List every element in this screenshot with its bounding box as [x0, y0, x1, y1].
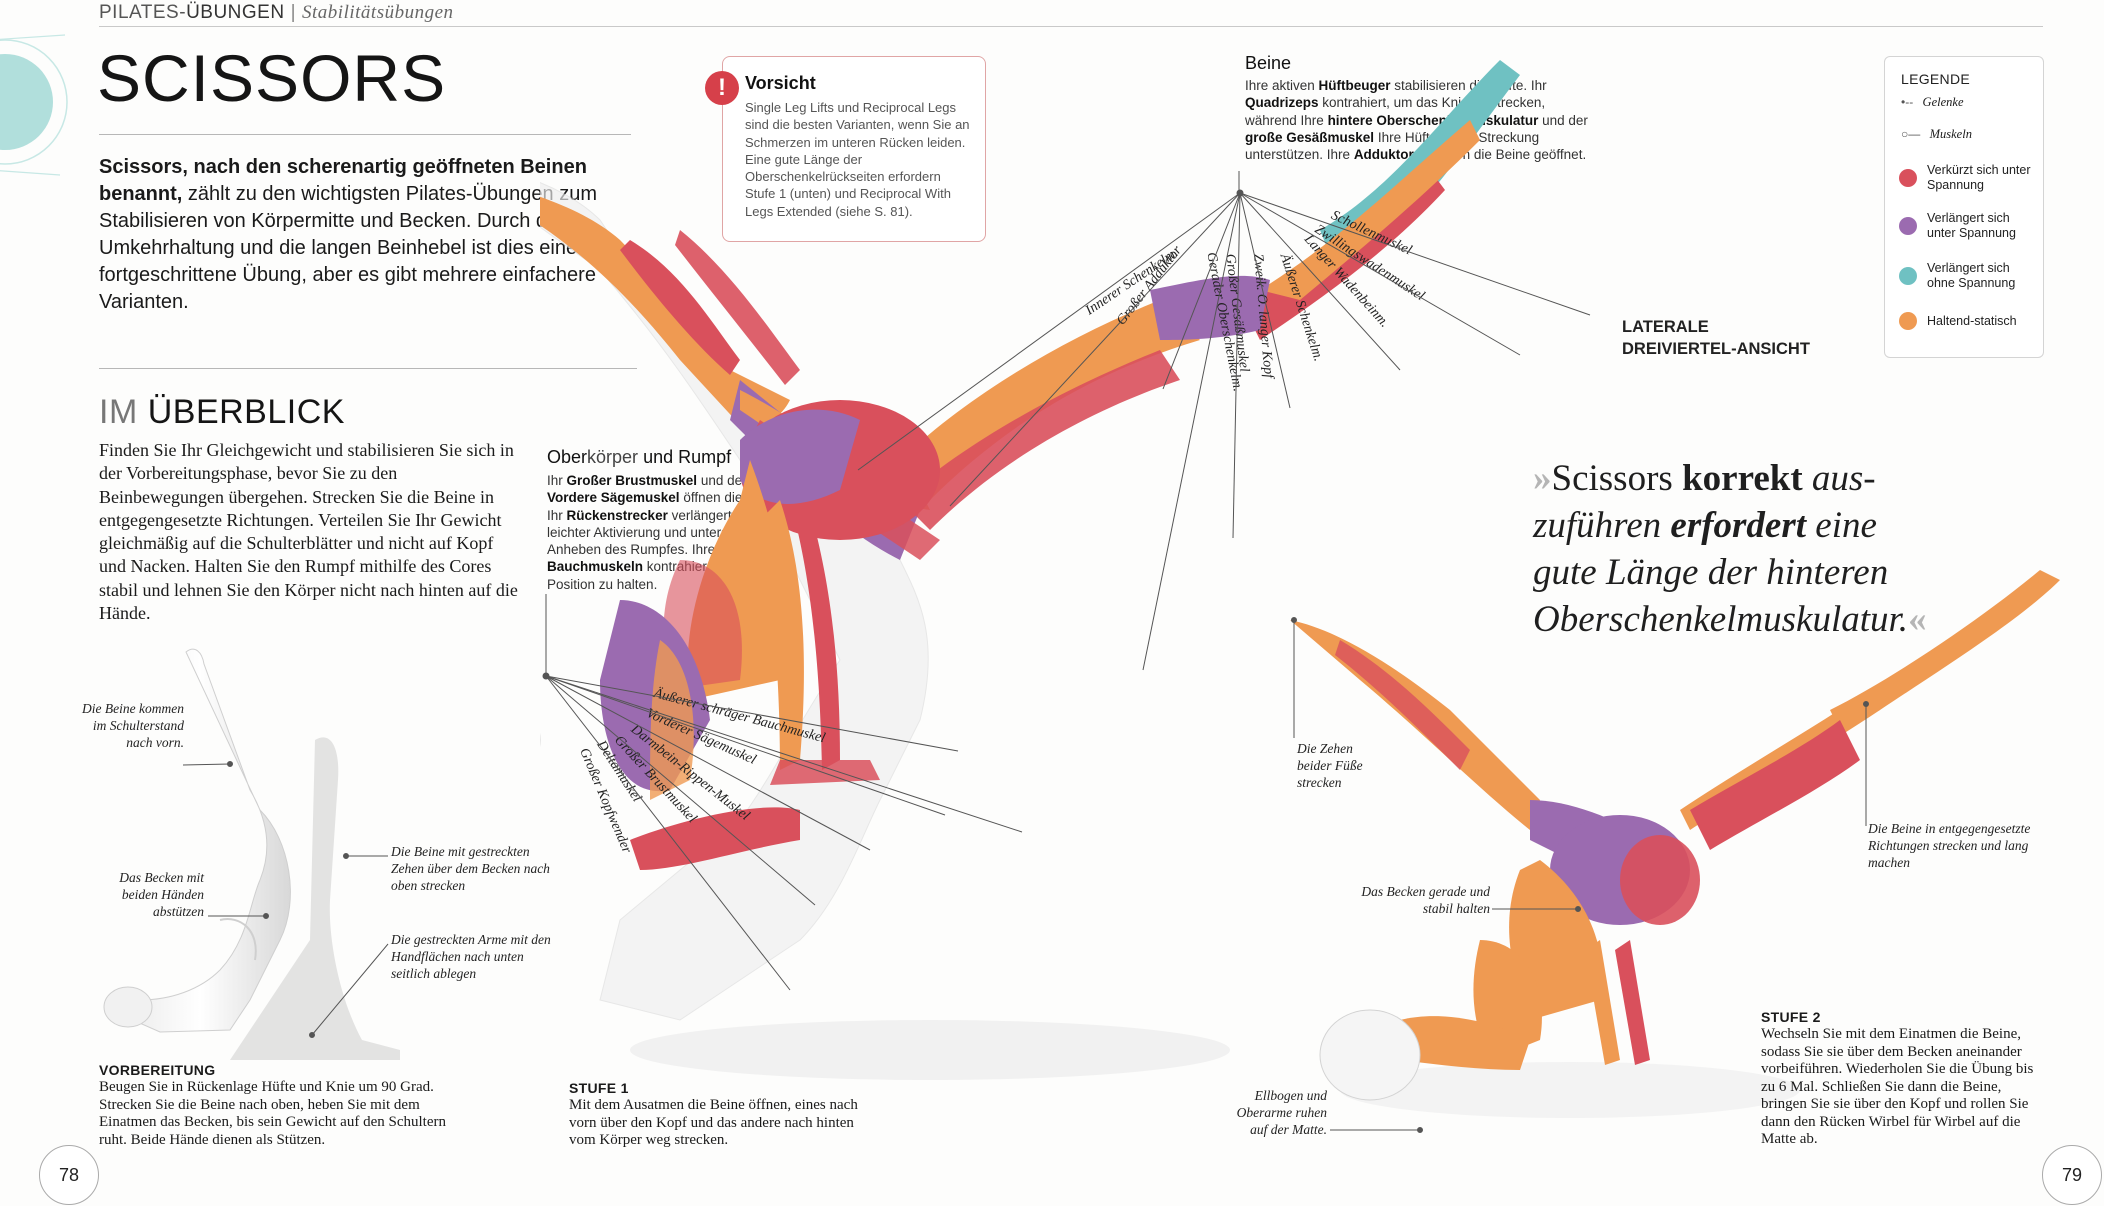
stufe2-text: Wechseln Sie mit dem Einatmen die Beine,… — [1761, 1026, 2034, 1147]
trunk-bold-erector: Rückenstrecker — [566, 507, 668, 523]
section-label-light: PILATES- — [99, 2, 187, 23]
trunk-text-2: und der — [697, 473, 747, 488]
quote-line-3: gute Länge der hinteren — [1533, 552, 1889, 593]
page-number-left: 78 — [39, 1145, 99, 1205]
section-header: PILATES-ÜBUNGEN|Stabilitätsübungen — [99, 2, 454, 24]
legend-label-lengthening-tension: Verlängert sich unter Spannung — [1927, 211, 2016, 240]
view-label: LATERALE DREIVIERTEL-ANSICHT — [1622, 318, 1810, 358]
trunk-title-d: Rumpf — [673, 447, 732, 467]
stufe1-title: STUFE 1 — [569, 1080, 629, 1096]
corner-decoration — [0, 34, 68, 176]
vorbereitung-title: VORBEREITUNG — [99, 1062, 216, 1078]
purple-swatch-icon — [1899, 217, 1917, 235]
legend-joints: •-- Gelenke — [1901, 95, 1964, 110]
red-swatch-icon — [1899, 169, 1917, 187]
overview-heading-bold: ÜBERBLICK — [147, 393, 345, 431]
quote-bold-1: korrekt — [1682, 458, 1803, 499]
legs-bold-gluteus: große Gesäßmuskel — [1245, 129, 1375, 145]
main-anatomy-figure — [540, 60, 1520, 1080]
intro-bold: Scissors, nach den scherenartig geöffnet… — [99, 156, 587, 205]
legend-muscles: ○— Muskeln — [1901, 127, 1972, 142]
legend-title: LEGENDE — [1901, 71, 1971, 87]
legend-label-static: Haltend-statisch — [1927, 314, 2017, 328]
preparation-figure — [103, 648, 400, 1060]
caption-pelvis-stable: Das Becken gerade und stabil halten — [1361, 884, 1490, 916]
prep-leader-lines — [182, 761, 389, 1038]
caution-box: ! Vorsicht Single Leg Lifts und Reciproc… — [705, 56, 986, 242]
header-separator: | — [290, 2, 297, 23]
trunk-bold-pectoralis: Großer Brustmuskel — [566, 473, 698, 488]
title-rule — [99, 134, 631, 135]
quote-line-4: Oberschenkelmuskulatur. — [1533, 599, 1909, 640]
quote-part-3: zuführen — [1533, 505, 1671, 546]
trunk-bold-abdominals: Bauchmuskeln — [547, 559, 644, 575]
caption-toes: Die Zehen beider Füße strecken — [1297, 741, 1363, 790]
stufe2-title: STUFE 2 — [1761, 1009, 1821, 1025]
legend-muscles-label: Muskeln — [1929, 127, 1972, 141]
legs-text-1: Ihre aktiven — [1245, 78, 1319, 93]
quote-part-1: Scissors — [1551, 458, 1683, 499]
vorbereitung-text: Beugen Sie in Rückenlage Hüfte und Knie … — [99, 1079, 446, 1148]
muscle-symbol-icon: ○— — [1901, 127, 1921, 141]
quote-part-4: eine — [1806, 505, 1877, 546]
legend-joints-label: Gelenke — [1922, 95, 1964, 109]
quote-part-2: aus- — [1802, 458, 1876, 499]
joint-symbol-icon: •-- — [1901, 95, 1914, 109]
orange-swatch-icon — [1899, 312, 1917, 330]
trunk-title-c: und — [643, 447, 674, 467]
quote-bold-2: erfordert — [1670, 505, 1807, 546]
overview-heading: IM ÜBERBLICK — [99, 393, 345, 432]
stufe1-text: Mit dem Ausatmen die Beine öffnen, eines… — [569, 1097, 858, 1148]
quote-close-mark: « — [1908, 599, 1927, 640]
intro-paragraph: Scissors, nach den scherenartig geöffnet… — [99, 154, 639, 316]
intro-rest: zählt zu den wichtigsten Pilates-Übungen… — [99, 183, 598, 313]
trunk-text-1: Ihr — [547, 473, 567, 488]
section-subtitle: Stabilitätsübungen — [302, 2, 454, 23]
section-label-bold: ÜBUNGEN — [186, 2, 285, 23]
warning-icon: ! — [705, 71, 739, 105]
legend-label-lengthening-no-tension: Verlängert sich ohne Spannung — [1927, 261, 2016, 290]
legs-bold-quadriceps: Quadrizeps — [1245, 95, 1319, 111]
legend-label-shortening: Verkürzt sich unter Spannung — [1927, 163, 2031, 192]
caption-legs-opposite: Die Beine in entgegengesetzte Richtungen… — [1868, 821, 2031, 870]
intro-rule — [99, 368, 637, 369]
pull-quote: »Scissors korrekt aus- zuführen erforder… — [1533, 455, 2053, 643]
prep-caption-arms: Die gestreckten Arme mit den Handflächen… — [391, 932, 551, 981]
page-title: SCISSORS — [97, 41, 447, 115]
trunk-title: Oberkörper und Rumpf — [547, 447, 731, 468]
prep-caption-legs-forward: Die Beine kommen im Schulterstand nach v… — [82, 701, 184, 750]
legs-text-6: halten die Beine geöffnet. — [1429, 147, 1587, 163]
page-number-right: 79 — [2042, 1145, 2102, 1205]
quote-open-mark: » — [1533, 458, 1552, 499]
caution-text: Single Leg Lifts und Reciprocal Legs sin… — [745, 100, 970, 219]
legend-box: LEGENDE •-- Gelenke ○— Muskeln Verkürzt … — [1884, 56, 2044, 358]
prep-caption-pelvis: Das Becken mit beiden Händen abstützen — [119, 870, 204, 919]
caption-elbows: Ellbogen und Oberarme ruhen auf der Matt… — [1236, 1088, 1327, 1137]
trunk-bold-serratus: Vordere Sägemuskel — [547, 490, 680, 506]
prep-caption-legs-up: Die Beine mit gestreckten Zehen über dem… — [391, 844, 550, 893]
trunk-title-a: Ober — [547, 447, 588, 467]
stage-figure — [1290, 570, 2060, 1118]
overview-text: Finden Sie Ihr Gleichgewicht und stabili… — [99, 440, 518, 624]
legs-title: Beine — [1245, 53, 1292, 73]
legs-text-4: und der — [1538, 112, 1588, 128]
overview-heading-light: IM — [99, 393, 148, 431]
trunk-title-b: körper — [587, 447, 644, 467]
legs-bold-hip-flexor: Hüftbeuger — [1318, 78, 1391, 93]
header-rule — [99, 26, 2043, 27]
teal-swatch-icon — [1899, 267, 1917, 285]
legs-text: Ihre aktiven Hüftbeuger stabilisieren di… — [1245, 77, 1597, 163]
caution-title: Vorsicht — [745, 73, 816, 93]
